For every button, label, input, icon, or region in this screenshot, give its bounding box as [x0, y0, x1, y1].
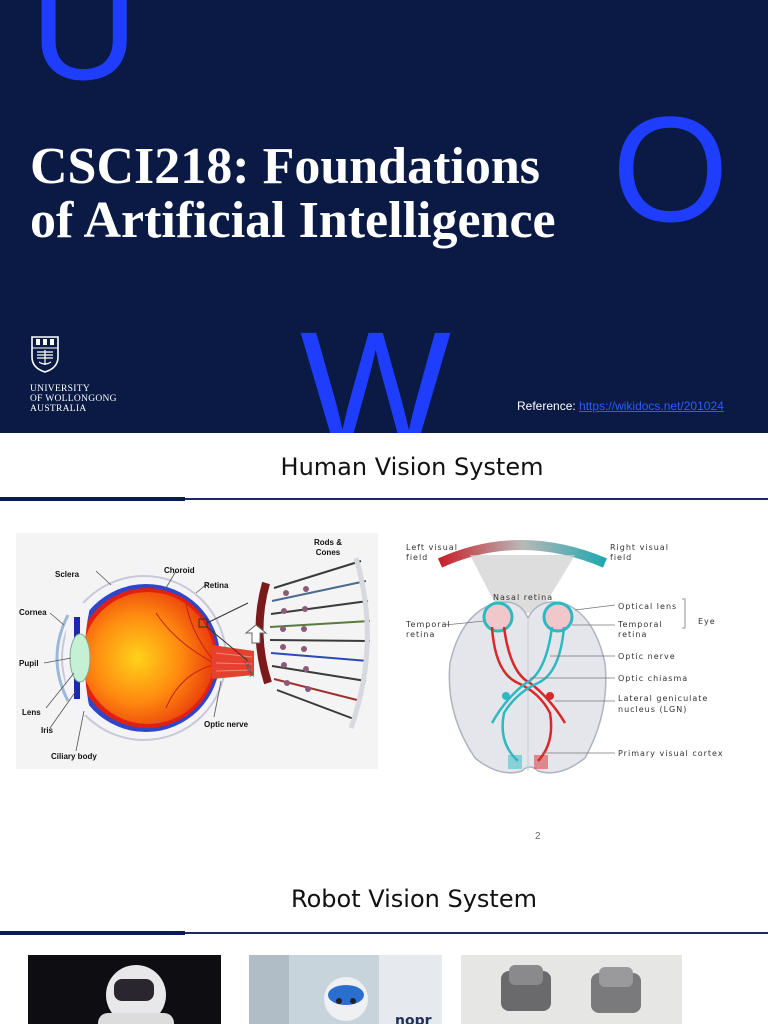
reference-link[interactable]: https://wikidocs.net/201024: [579, 399, 724, 413]
human-vision-slide: Human Vision System: [0, 433, 768, 863]
label-lens: Lens: [22, 708, 41, 717]
label-ciliary-body: Ciliary body: [51, 752, 97, 761]
university-logo: UNIVERSITY OF WOLLONGONG AUSTRALIA: [30, 335, 130, 414]
label-cornea: Cornea: [19, 608, 47, 617]
robot-vision-slide: Robot Vision System nopr: [0, 863, 768, 1024]
label-optical-lens: Optical lens: [618, 602, 677, 611]
label-right-field-1: Right visual: [610, 543, 669, 552]
label-temporal-retina-left-1: Temporal: [405, 620, 451, 629]
deco-letter-w: W: [300, 298, 452, 434]
label-nasal-retina: Nasal retina: [493, 593, 553, 602]
label-rods-cones-2: Cones: [316, 548, 341, 557]
label-left-field-2: field: [406, 553, 428, 562]
svg-text:nopr: nopr: [395, 1013, 432, 1024]
label-lgn-1: Lateral geniculate: [618, 694, 708, 703]
label-light: LIGHT: [242, 660, 254, 679]
university-name-line2: OF WOLLONGONG: [30, 394, 117, 404]
label-sclera: Sclera: [55, 570, 80, 579]
robot-photo-bipeds: [461, 955, 682, 1024]
university-name-line3: AUSTRALIA: [30, 404, 87, 414]
university-name-line1: UNIVERSITY: [30, 384, 90, 394]
course-title-line2: of Artificial Intelligence: [30, 192, 556, 249]
label-temporal-retina-right-1: Temporal: [617, 620, 663, 629]
reference-label: Reference:: [517, 399, 576, 413]
label-optic-chiasma: Optic chiasma: [618, 674, 688, 683]
title-slide: U O W CSCI218: Foundations of Artificial…: [0, 0, 768, 433]
label-pupil: Pupil: [19, 659, 39, 668]
title-rule: [0, 497, 768, 501]
robot-photo-asimo: [28, 955, 221, 1024]
deco-letter-o: O: [612, 85, 729, 253]
label-primary-cortex: Primary visual cortex: [618, 749, 724, 758]
course-title-line1: CSCI218: Foundations: [30, 138, 541, 195]
label-temporal-retina-right-2: retina: [618, 630, 647, 639]
university-name: UNIVERSITY OF WOLLONGONG AUSTRALIA: [30, 384, 130, 414]
label-lgn-2: nucleus (LGN): [618, 705, 687, 714]
eye-anatomy-figure: Rods & Cones Sclera Choroid Retina Corne…: [16, 533, 378, 769]
label-rods-cones-1: Rods &: [314, 538, 342, 547]
slide-title-robot: Robot Vision System: [291, 885, 537, 913]
label-optic-nerve: Optic nerve: [204, 720, 249, 729]
visual-pathway-figure: Left visual field Right visual field Nas…: [405, 540, 724, 774]
label-left-field-1: Left visual: [406, 543, 458, 552]
reference: Reference: https://wikidocs.net/201024: [517, 399, 724, 413]
label-right-field-2: field: [610, 553, 632, 562]
robot-photo-nao: nopr: [249, 955, 442, 1024]
label-choroid: Choroid: [164, 566, 195, 575]
label-temporal-retina-left-2: retina: [406, 630, 435, 639]
label-retina: Retina: [204, 581, 229, 590]
title-rule-robot: [0, 931, 768, 935]
label-eye: Eye: [698, 617, 716, 626]
course-title: CSCI218: Foundations of Artificial Intel…: [30, 140, 630, 248]
label-optic-nerve-brain: Optic nerve: [618, 652, 676, 661]
page-number: 2: [535, 831, 541, 842]
deco-letter-u: U: [30, 0, 139, 111]
crest-icon: [31, 336, 59, 373]
label-iris: Iris: [41, 726, 54, 735]
slide-title: Human Vision System: [280, 453, 544, 481]
